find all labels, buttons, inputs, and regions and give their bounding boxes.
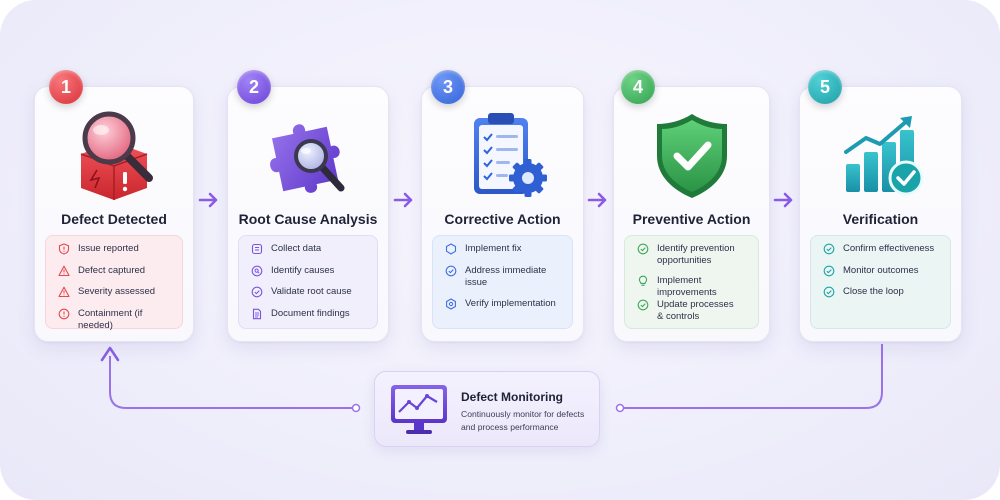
step-title: Corrective Action bbox=[444, 211, 561, 227]
list-item-text: Severity assessed bbox=[78, 286, 156, 297]
bar-chart-check-icon bbox=[843, 116, 923, 196]
list-item-text: Identify causes bbox=[271, 264, 335, 276]
check-circle-icon bbox=[637, 299, 649, 311]
defect-monitoring-box: Defect Monitoring Continuously monitor f… bbox=[374, 371, 600, 447]
step-card-verification: Verification Confirm effectiveness Monit… bbox=[799, 86, 962, 342]
list-item: Identify prevention opportunities bbox=[637, 243, 750, 275]
step-number-badge: 3 bbox=[431, 70, 465, 104]
list-item-text: Defect captured bbox=[78, 264, 146, 276]
list-item-text: Monitor outcomes bbox=[843, 264, 919, 276]
check-circle-icon bbox=[251, 286, 263, 298]
list-item: Issue reported bbox=[58, 243, 174, 265]
list-item-text: Document findings bbox=[271, 307, 350, 319]
warning-triangle-icon bbox=[58, 265, 70, 276]
list-item-text: Verify implementation bbox=[465, 297, 556, 309]
check-circle-icon bbox=[823, 286, 835, 298]
list-item-text: Validate root cause bbox=[271, 286, 352, 297]
list-item: Containment (if needed) bbox=[58, 308, 174, 332]
flow-arrow-icon bbox=[393, 192, 413, 208]
step-checklist: Implement fix Address immediate issue Ve… bbox=[432, 235, 573, 329]
step-checklist: Confirm effectiveness Monitor outcomes C… bbox=[810, 235, 951, 329]
document-icon bbox=[252, 308, 262, 319]
step-checklist: Issue reported Defect captured Severity … bbox=[45, 235, 183, 332]
list-item: Confirm effectiveness bbox=[823, 243, 942, 265]
step-title: Verification bbox=[842, 211, 919, 227]
step-illustration bbox=[35, 99, 193, 209]
flow-arrow-icon bbox=[587, 192, 607, 208]
check-circle-icon bbox=[823, 265, 835, 276]
list-item-text: Containment (if needed) bbox=[78, 307, 143, 331]
list-item: Document findings bbox=[251, 308, 369, 330]
step-title: Defect Detected bbox=[61, 211, 167, 227]
step-number-badge: 2 bbox=[237, 70, 271, 104]
list-item-text: Address immediate issue bbox=[465, 264, 547, 288]
list-item: Defect captured bbox=[58, 265, 174, 287]
check-circle-icon bbox=[823, 243, 835, 255]
step-number-badge: 4 bbox=[621, 70, 655, 104]
alert-circle-icon bbox=[58, 308, 70, 319]
magnifier-box-icon bbox=[80, 111, 153, 200]
monitoring-description: Continuously monitor for defects and pro… bbox=[461, 409, 585, 432]
shield-icon bbox=[445, 243, 457, 255]
step-checklist: Collect data Identify causes Validate ro… bbox=[238, 235, 378, 329]
list-item: Address immediate issue bbox=[445, 265, 564, 298]
step-number-badge: 5 bbox=[808, 70, 842, 104]
step-checklist: Identify prevention opportunities Implem… bbox=[624, 235, 759, 329]
clipboard-gear-icon bbox=[473, 113, 547, 197]
gear-icon bbox=[446, 297, 456, 310]
warning-triangle-icon bbox=[58, 286, 70, 298]
shield-check-icon bbox=[656, 114, 727, 198]
monitor-chart-icon bbox=[391, 385, 447, 434]
list-item: Implement fix bbox=[445, 243, 564, 265]
list-item-text: Confirm effectiveness bbox=[843, 243, 935, 254]
step-illustration bbox=[800, 99, 961, 209]
lightbulb-icon bbox=[638, 275, 648, 286]
list-item: Collect data bbox=[251, 243, 369, 265]
list-item-text: Implement improvements bbox=[657, 275, 717, 298]
check-circle-icon bbox=[637, 243, 649, 255]
list-item: Close the loop bbox=[823, 286, 942, 308]
step-illustration bbox=[422, 99, 583, 209]
list-item: Monitor outcomes bbox=[823, 265, 942, 287]
step-card-corrective-action: Corrective Action Implement fix Address … bbox=[421, 86, 584, 342]
list-item-text: Close the loop bbox=[843, 286, 904, 297]
search-icon bbox=[251, 265, 263, 276]
flow-arrow-icon bbox=[198, 192, 218, 208]
step-illustration bbox=[614, 99, 769, 209]
flow-arrow-icon bbox=[773, 192, 793, 208]
list-item-text: Identify prevention opportunities bbox=[657, 243, 735, 266]
list-item-text: Update processes & controls bbox=[657, 299, 734, 322]
shield-alert-icon bbox=[58, 243, 70, 255]
step-card-root-cause-analysis: Root Cause Analysis Collect data Identif… bbox=[227, 86, 389, 342]
step-illustration bbox=[228, 99, 388, 209]
monitoring-title: Defect Monitoring bbox=[461, 390, 563, 404]
list-item-text: Issue reported bbox=[78, 243, 139, 254]
list-item-text: Collect data bbox=[271, 243, 322, 254]
step-card-preventive-action: Preventive Action Identify prevention op… bbox=[613, 86, 770, 342]
step-card-defect-detected: Defect Detected Issue reported Defect ca… bbox=[34, 86, 194, 342]
step-number-badge: 1 bbox=[49, 70, 83, 104]
database-icon bbox=[251, 243, 263, 255]
check-circle-icon bbox=[445, 265, 457, 276]
list-item: Verify implementation bbox=[445, 298, 564, 320]
list-item-text: Implement fix bbox=[465, 243, 522, 254]
step-title: Root Cause Analysis bbox=[238, 211, 378, 227]
list-item: Identify causes bbox=[251, 265, 369, 287]
puzzle-magnifier-icon bbox=[270, 124, 345, 193]
step-title: Preventive Action bbox=[632, 211, 751, 227]
list-item: Implement improvements bbox=[637, 275, 750, 299]
list-item: Update processes & controls bbox=[637, 299, 750, 323]
list-item: Validate root cause bbox=[251, 286, 369, 308]
list-item: Severity assessed bbox=[58, 286, 174, 308]
